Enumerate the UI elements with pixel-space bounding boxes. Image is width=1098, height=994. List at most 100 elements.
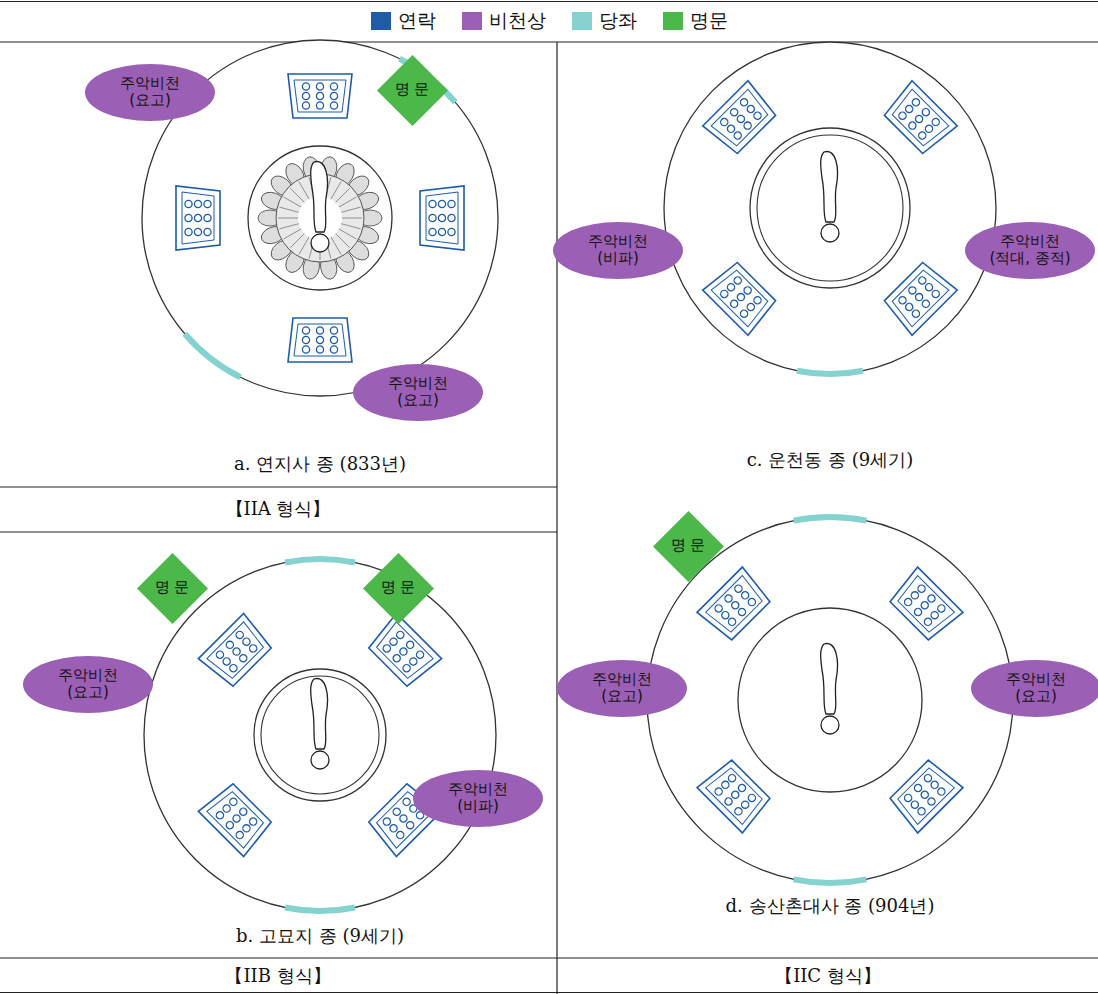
apsara-ellipse: 주악비천 (요고) [557,660,687,717]
diamond-fill [137,553,208,624]
striking-point [796,368,863,377]
nipple-panel [198,780,274,856]
nipple-panel [703,81,779,157]
sound-tube [311,234,329,252]
legend-text: 명문 [690,8,728,34]
inscription-diamond: 명 문 [363,553,434,624]
crown-ring [757,135,903,281]
node-text: 주악비천 (요고) [108,75,192,110]
nipple-panel [288,74,352,118]
frame-line [0,1,1098,2]
nipple-panel [420,186,464,250]
sound-tube [821,716,839,734]
bell-caption: d. 송산촌대사 종 (904년) [726,894,935,918]
nipple-panel [365,613,441,689]
apsara-ellipse: 주악비천 (비파) [553,222,683,279]
legend-item: 연락 [371,8,436,34]
bell-caption: c. 운천동 종 (9세기) [747,448,913,472]
legend-item: 당좌 [572,8,637,34]
node-text: 명 문 [395,81,430,98]
bell-caption: a. 연지사 종 (833년) [234,452,406,476]
node-text: 주악비천 (적대, 종적) [988,233,1072,268]
frame-line [0,41,1098,42]
crown-ring [261,676,379,794]
nipple-panel [703,259,779,335]
bell-plan [647,514,1013,886]
inscription-diamond: 명 문 [137,553,208,624]
apsara-ellipse: 주악비천 (요고) [353,364,483,421]
striking-point [284,905,355,914]
apsara-ellipse: 주악비천 (비파) [413,770,543,827]
node-text: 명 문 [381,579,416,596]
bell-rim [664,42,996,374]
crown-circle [738,608,922,792]
striking-point [793,514,867,524]
bell-plan [664,42,996,377]
nipple-panel [887,567,963,643]
legend-text: 당좌 [599,8,637,34]
nipple-panel [887,757,963,833]
ellipse-fill [353,364,483,421]
crown-circle [254,669,386,801]
inscription-diamond: 명 문 [653,511,724,582]
diamond-fill [363,553,434,624]
nipple-panel [697,757,773,833]
node-text: 주악비천 (요고) [994,671,1078,706]
legend: 연락 비천상 당좌 명문 [0,6,1098,36]
bell-plan [144,556,496,914]
legend-text: 연락 [398,8,436,34]
frame-line [0,992,1098,993]
bell-rim [647,517,1013,883]
legend-swatch [572,12,592,30]
node-text: 주악비천 (요고) [580,671,664,706]
node-text: 명 문 [155,579,190,596]
ellipse-fill [971,660,1098,717]
apsara-ellipse: 주악비천 (요고) [85,64,215,121]
legend-swatch [462,12,482,30]
bell-rim [144,559,496,911]
node-text: 명 문 [671,537,706,554]
ellipse-fill [85,64,215,121]
inscription-diamond: 명 문 [377,55,448,126]
node-text: 주악비천 (요고) [46,667,130,702]
ellipse-fill [557,660,687,717]
nipple-panel [697,567,773,643]
legend-item: 명문 [663,8,728,34]
striking-point [793,876,867,886]
diamond-fill [653,511,724,582]
dragon-hook [311,161,328,232]
ellipse-fill [553,222,683,279]
ellipse-fill [23,656,153,713]
dragon-hook [311,678,328,749]
nipple-panel [881,81,957,157]
crown-circle [750,128,910,288]
sound-tube [311,751,329,769]
frame-line [0,531,557,532]
nipple-panel [881,259,957,335]
bell-caption: b. 고묘지 종 (9세기) [236,924,404,948]
diamond-fill [377,55,448,126]
node-text: 주악비천 (비파) [576,233,660,268]
apsara-ellipse: 주악비천 (요고) [971,660,1098,717]
apsara-ellipse: 주악비천 (적대, 종적) [965,222,1095,279]
lotus-rosette [258,156,382,281]
type-heading: 【IIC 형식】 [775,964,881,988]
nipple-panel [198,613,274,689]
type-heading: 【IIA 형식】 [226,497,331,521]
ellipse-fill [965,222,1095,279]
ellipse-fill [413,770,543,827]
nipple-panel [176,186,220,250]
striking-point [284,556,355,565]
frame-line [556,42,557,994]
legend-swatch [663,12,683,30]
legend-text: 비천상 [489,8,546,34]
striking-point [182,332,241,380]
legend-swatch [371,12,391,30]
apsara-ellipse: 주악비천 (요고) [23,656,153,713]
type-heading: 【IIB 형식】 [225,964,330,988]
nipple-panel [288,318,352,362]
node-text: 주악비천 (요고) [376,375,460,410]
node-text: 주악비천 (비파) [436,781,520,816]
legend-item: 비천상 [462,8,546,34]
